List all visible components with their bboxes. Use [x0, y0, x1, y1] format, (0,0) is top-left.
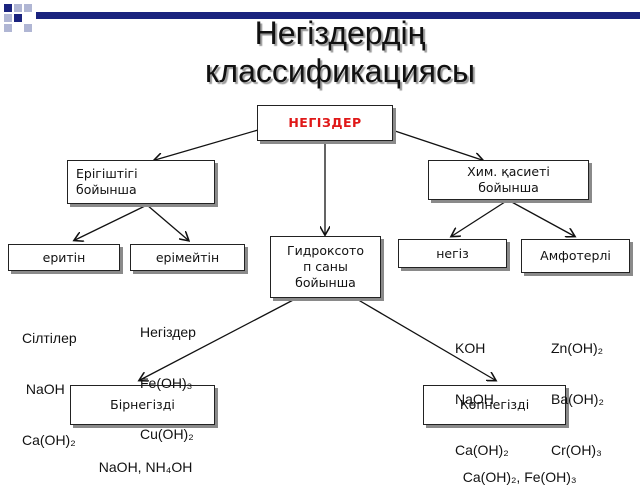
node-base-label: негіз [436, 245, 469, 261]
deco-square [14, 14, 22, 22]
node-amphoteric: Амфотерлі [521, 239, 630, 273]
node-polyacid-label: Көпнегізді [459, 397, 530, 412]
polyacid-example: Ca(OH)₂, Fe(OH)₃ [455, 452, 577, 486]
arrow-chem-base [452, 199, 509, 236]
text-line: Ca(OH)₂ [455, 442, 509, 458]
arrow-solubility-insoluble [146, 204, 188, 240]
text-line: KOH [455, 340, 486, 356]
title-line: классификациясы [205, 53, 475, 89]
amphoteric-examples: Zn(OH)₂ Ba(OH)₂ Cr(OH)₃ [551, 306, 604, 476]
node-insoluble: ерімейтін [130, 244, 245, 271]
arrow-hydroxo-poly [354, 297, 495, 380]
node-label-line: п саны [303, 259, 348, 274]
arrow-chem-amphoteric [507, 199, 574, 236]
node-root-label: НЕГІЗДЕР [288, 115, 362, 130]
text-line: Сілтілер [22, 330, 77, 346]
node-label-line: Хим. қасиеті [467, 164, 550, 179]
text-line: Негіздер [140, 324, 196, 340]
base-examples: KOH NaOH Ca(OH)₂ [455, 306, 509, 476]
text-line: Ba(OH)₂ [551, 391, 604, 407]
node-monoacid-label: Бірнегізді [110, 397, 175, 412]
node-insoluble-label: ерімейтін [155, 249, 220, 265]
node-label-line: Ерігіштігі [76, 166, 138, 181]
text-line: Ca(OH)₂ [22, 432, 76, 448]
node-hydroxo: Гидроксото п саны бойынша [270, 236, 381, 298]
alkali-examples: Сілтілер NaOH Ca(OH)₂ [22, 296, 77, 466]
title-line: Негіздердің [254, 15, 426, 51]
node-monoacid: Бірнегізді [70, 385, 215, 425]
node-chem: Хим. қасиеті бойынша [428, 160, 589, 200]
deco-square [4, 24, 12, 32]
arrow-root-solubility [155, 129, 259, 160]
node-base: негіз [398, 239, 507, 268]
monoacid-example: NaOH, NH₄OH [91, 442, 193, 476]
page-title: Негіздердің классификациясы [110, 14, 570, 90]
text-line: Zn(OH)₂ [551, 340, 604, 356]
deco-square [4, 4, 12, 12]
text-line: Ca(OH)₂, Fe(OH)₃ [462, 469, 577, 485]
text-line: Cu(OH)₂ [140, 426, 194, 442]
insoluble-examples: Негіздер Fe(OH)₃ Cu(OH)₂ [140, 290, 196, 460]
text-line: Cr(OH)₃ [551, 442, 602, 458]
deco-square [14, 4, 22, 12]
node-root: НЕГІЗДЕР [257, 105, 393, 141]
arrow-root-chem [391, 129, 482, 160]
text-line: NaOH [22, 381, 65, 397]
node-label-line: Гидроксото [287, 243, 364, 258]
node-label-line: бойынша [478, 180, 539, 195]
node-soluble-label: еритін [42, 249, 86, 265]
node-polyacid: Көпнегізді [423, 385, 566, 425]
node-soluble: еритін [8, 244, 120, 271]
top-bar [36, 12, 640, 19]
node-amphoteric-label: Амфотерлі [540, 248, 611, 263]
node-label-line: бойынша [76, 182, 137, 197]
deco-square [24, 24, 32, 32]
text-line: Fe(OH)₃ [140, 375, 193, 391]
node-solubility: Ерігіштігі бойынша [67, 160, 215, 204]
deco-square [24, 4, 32, 12]
text-line: NaOH [455, 391, 494, 407]
arrow-hydroxo-mono [140, 297, 298, 380]
node-label-line: бойынша [295, 275, 356, 290]
deco-square [4, 14, 12, 22]
arrow-solubility-soluble [75, 204, 148, 240]
text-line: NaOH, NH₄OH [98, 459, 193, 475]
